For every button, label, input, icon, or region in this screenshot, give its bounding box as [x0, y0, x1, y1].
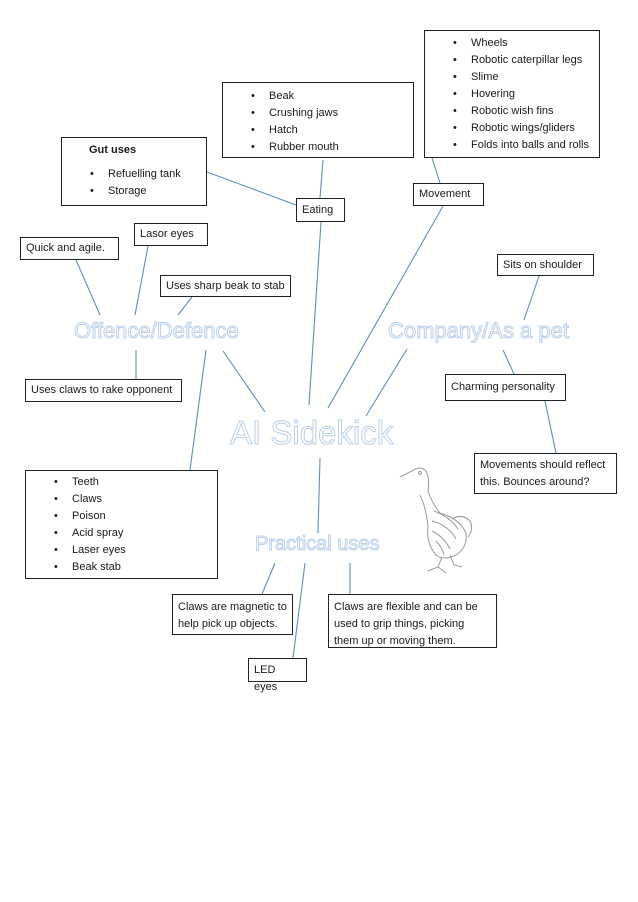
charming-personality-node: Charming personality [445, 374, 566, 401]
list-item: Acid spray [26, 525, 217, 542]
list-item: Poison [26, 508, 217, 525]
beak-stab-node: Uses sharp beak to stab [160, 275, 291, 297]
line-center-offence [222, 350, 266, 413]
line-center-movement [327, 205, 444, 409]
line-company-charming [502, 349, 515, 375]
list-item: Robotic wings/gliders [425, 120, 599, 137]
list-item: Rubber mouth [223, 139, 413, 156]
list-item: Folds into balls and rolls [425, 137, 599, 154]
eating-node: Eating [296, 198, 345, 222]
line-offence-weapons [189, 349, 207, 471]
list-item: Hatch [223, 122, 413, 139]
list-item: Hovering [425, 86, 599, 103]
magnetic-claws-node: Claws are magnetic to help pick up objec… [172, 594, 293, 635]
movement-items-box: Wheels Robotic caterpillar legs Slime Ho… [424, 30, 600, 158]
lasor-eyes-node: Lasor eyes [134, 223, 208, 246]
line-movement-list [431, 157, 441, 184]
list-item: Refuelling tank [62, 166, 206, 183]
line-center-practical [317, 457, 321, 534]
line-company-shoulder [523, 275, 540, 321]
list-item: Crushing jaws [223, 105, 413, 122]
movement-node: Movement [413, 183, 484, 206]
weapons-box: Teeth Claws Poison Acid spray Laser eyes… [25, 470, 218, 579]
line-center-eating [308, 221, 322, 406]
list-item: Storage [62, 183, 206, 200]
gut-uses-title: Gut uses [89, 144, 137, 156]
sits-on-shoulder-node: Sits on shoulder [497, 254, 594, 276]
list-item: Slime [425, 69, 599, 86]
list-item: Teeth [26, 474, 217, 491]
center-title: AI Sidekick [229, 414, 394, 452]
line-offence-quick [75, 259, 101, 316]
list-item: Beak stab [26, 559, 217, 576]
line-center-company [365, 348, 408, 417]
list-item: Beak [223, 88, 413, 105]
gut-uses-box: Gut uses Refuelling tank Storage [61, 137, 207, 206]
eating-items-box: Beak Crushing jaws Hatch Rubber mouth [222, 82, 414, 158]
branch-offence-defence: Offence/Defence [74, 318, 240, 344]
list-item: Laser eyes [26, 542, 217, 559]
line-eating-food [319, 159, 324, 199]
list-item: Claws [26, 491, 217, 508]
led-eyes-node: LED eyes [248, 658, 307, 693]
branch-company-pet: Company/As a pet [388, 318, 570, 344]
line-practical-led [292, 562, 306, 659]
line-offence-lasor [134, 245, 149, 316]
bird-sketch-image [399, 467, 473, 574]
movements-reflect-node: Movements should reflect this. Bounces a… [474, 453, 617, 494]
list-item: Wheels [425, 35, 599, 52]
line-offence-beak [177, 296, 193, 316]
list-item: Robotic caterpillar legs [425, 52, 599, 69]
flexible-claws-node: Claws are flexible and can be used to gr… [328, 594, 497, 648]
branch-practical-uses: Practical uses [255, 533, 380, 556]
list-item: Robotic wish fins [425, 103, 599, 120]
line-practical-magnetic [261, 562, 276, 595]
line-eating-gut [206, 171, 297, 206]
line-company-movements [544, 400, 557, 454]
claws-rake-node: Uses claws to rake opponent [25, 379, 182, 402]
quick-agile-node: Quick and agile. [20, 237, 119, 260]
